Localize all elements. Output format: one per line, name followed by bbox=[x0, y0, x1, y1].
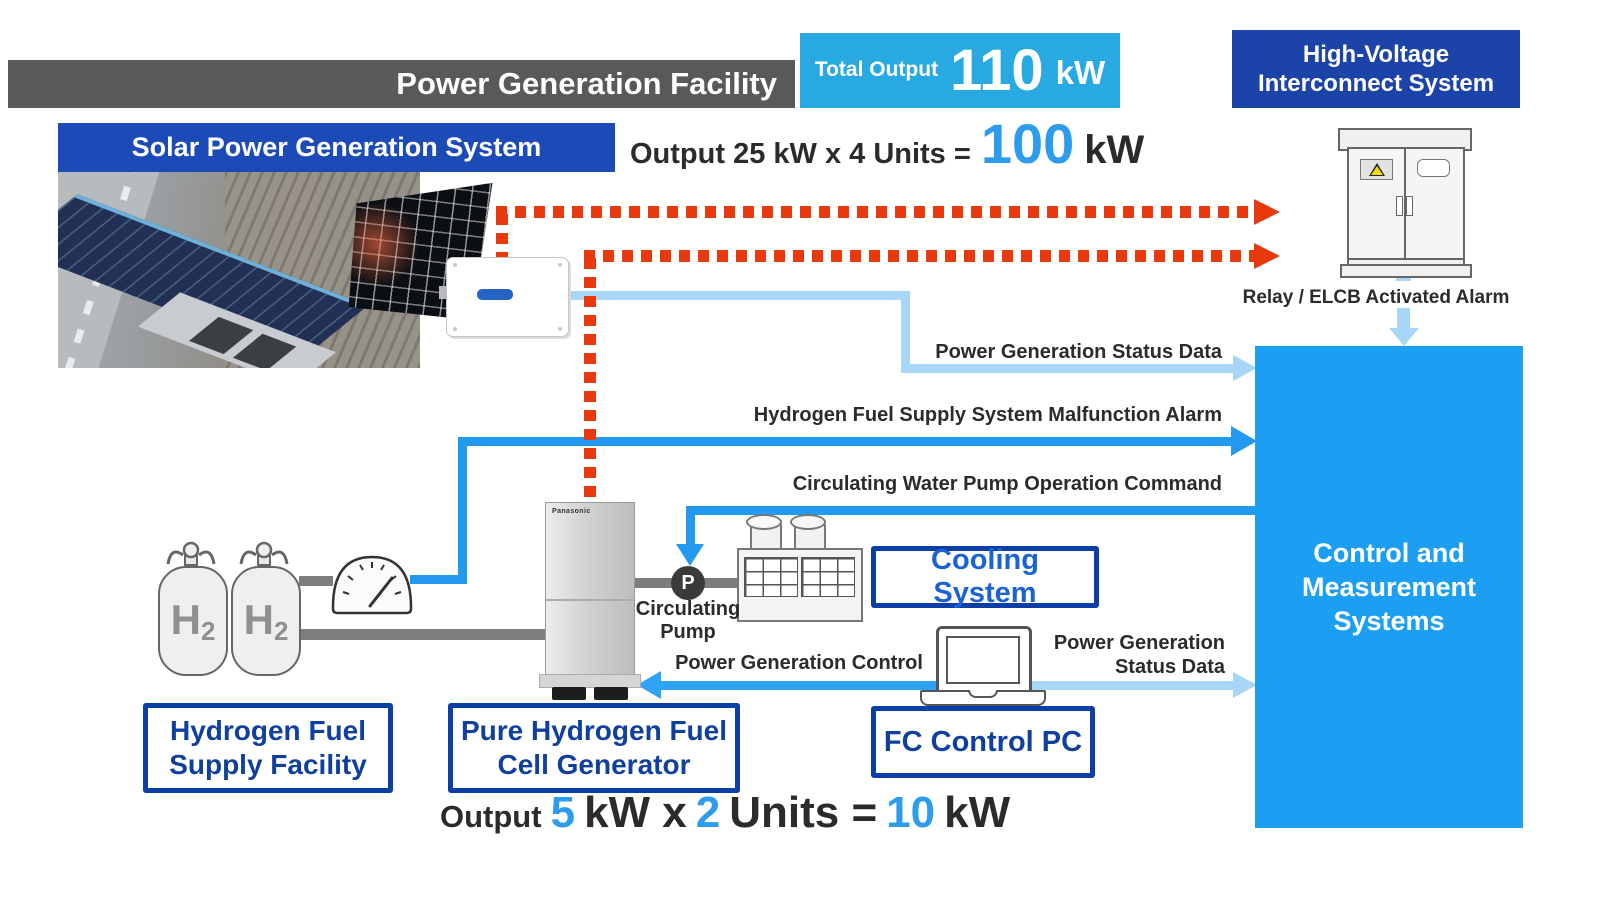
fuelcell-power-line-horizontal bbox=[584, 250, 1254, 262]
gen-control-label: Power Generation Control bbox=[675, 652, 923, 674]
hydrogen-facility-label: Hydrogen Fuel Supply Facility bbox=[143, 703, 393, 793]
malfunction-alarm-seg1 bbox=[458, 437, 467, 584]
solar-power-line-horizontal bbox=[496, 206, 1254, 218]
total-output-label: Total Output bbox=[814, 58, 939, 81]
relay-alarm-arrowhead-icon bbox=[1389, 328, 1419, 346]
status-data-label2: Power Generation Status Data bbox=[1053, 632, 1225, 678]
pump-icon: P bbox=[671, 566, 705, 600]
malfunction-alarm-label: Hydrogen Fuel Supply System Malfunction … bbox=[753, 404, 1222, 426]
total-output-value: 110 bbox=[950, 38, 1044, 103]
status-data-label1: Power Generation Status Data bbox=[935, 341, 1222, 363]
h2-tank-valve-icon bbox=[163, 540, 219, 571]
pipe-tank-to-gauge bbox=[299, 576, 333, 586]
relay-alarm-label: Relay / ELCB Activated Alarm bbox=[1242, 287, 1510, 308]
total-output-unit: kW bbox=[1055, 54, 1106, 91]
malfunction-alarm-arrowhead-icon bbox=[1231, 426, 1257, 456]
generator-brand: Panasonic bbox=[552, 508, 591, 515]
status-data-line2 bbox=[980, 681, 1235, 690]
status-data-line1-seg3 bbox=[901, 364, 1235, 373]
status-data-line1-arrowhead-icon bbox=[1233, 355, 1257, 381]
pump-label: Circulating Pump bbox=[635, 598, 741, 643]
status-data-line2-arrowhead-icon bbox=[1233, 672, 1257, 698]
fuelcell-power-line-arrowhead-icon bbox=[1254, 243, 1280, 269]
fuelcell-power-line-vertical bbox=[584, 258, 596, 504]
fuel-cell-generator-icon: Panasonic bbox=[545, 502, 635, 676]
pump-command-seg1 bbox=[690, 506, 1256, 515]
pump-command-seg2 bbox=[686, 506, 695, 546]
page-title: Power Generation Facility bbox=[396, 66, 777, 101]
h2-tank-icon: H2 bbox=[158, 566, 228, 676]
hv-cabinet-right-door bbox=[1404, 147, 1465, 262]
h2-tank-icon: H2 bbox=[231, 566, 301, 676]
status-data-line1-seg1 bbox=[565, 291, 910, 300]
solar-power-line-vertical bbox=[496, 214, 508, 258]
hv-cabinet-nameplate bbox=[1417, 159, 1450, 177]
fuel-cell-output-formula: Output 5 kW x 2 Units = 10 kW bbox=[440, 788, 1011, 837]
inverter-icon bbox=[439, 257, 569, 337]
fc-control-pc-label: FC Control PC bbox=[871, 706, 1095, 778]
h2-tank-valve-icon bbox=[236, 540, 292, 571]
total-output-badge: Total Output 110 kW bbox=[800, 33, 1120, 108]
fuel-cell-generator-label: Pure Hydrogen Fuel Cell Generator bbox=[448, 703, 740, 793]
warning-triangle-icon bbox=[1360, 159, 1393, 180]
status-data-line1-seg2 bbox=[901, 291, 910, 373]
high-voltage-interconnect-title: High-Voltage Interconnect System bbox=[1232, 30, 1520, 108]
pressure-gauge-icon bbox=[330, 550, 414, 616]
pump-command-label: Circulating Water Pump Operation Command bbox=[792, 473, 1222, 495]
cooling-system-label: Cooling System bbox=[871, 544, 1099, 609]
relay-alarm-arrow-shaft bbox=[1397, 308, 1410, 328]
gen-control-arrowhead-icon bbox=[637, 671, 661, 699]
solar-system-title: Solar Power Generation System bbox=[58, 123, 615, 172]
solar-output-formula: Output 25 kW x 4 Units = 100 kW bbox=[630, 112, 1145, 175]
pump-command-arrowhead-icon bbox=[676, 544, 704, 566]
header-bar: Power Generation Facility bbox=[8, 60, 795, 108]
pipe-h2-supply bbox=[299, 629, 547, 640]
gen-control-line bbox=[658, 681, 980, 690]
control-measurement-box: Control and Measurement Systems bbox=[1255, 346, 1523, 828]
malfunction-alarm-seg2 bbox=[458, 437, 1235, 446]
malfunction-alarm-seg0 bbox=[410, 575, 467, 584]
solar-power-line-arrowhead-icon bbox=[1254, 199, 1280, 225]
